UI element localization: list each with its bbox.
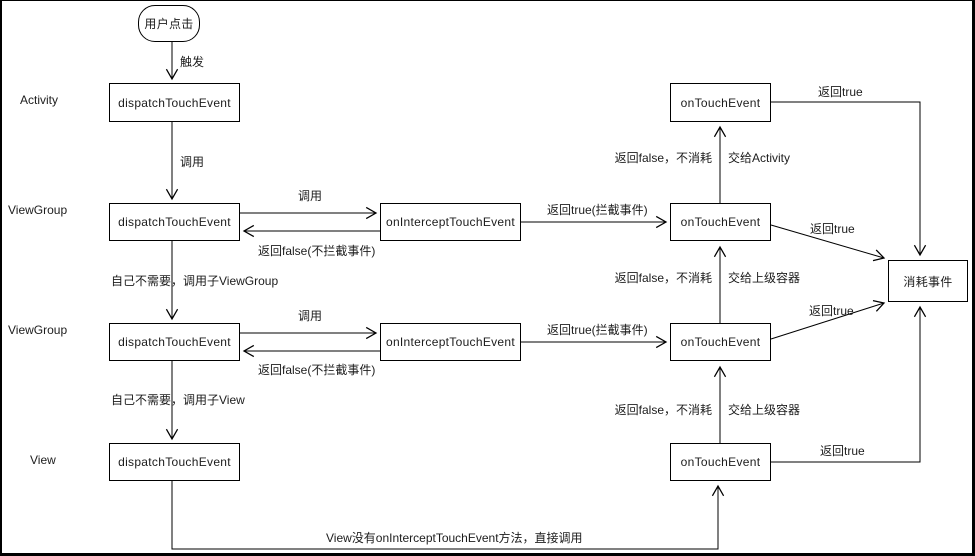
edge-label-return-false-no-consume-2: 返回false，不消耗 [614, 271, 712, 285]
node-viewgroup1-on-intercept-touch-event: onInterceptTouchEvent [380, 203, 521, 241]
row-label-activity: Activity [20, 93, 59, 107]
edge-label-call-viewgroup1-intercept: 调用 [298, 189, 323, 203]
edge-label-return-true-viewgroup2: 返回true [809, 304, 854, 318]
edge-label-self-no-need-call-child-view: 自己不需要，调用子View [111, 393, 245, 407]
edge-label-return-true-intercept-1: 返回true(拦截事件) [547, 203, 648, 217]
row-label-view: View [30, 453, 56, 467]
node-view-on-touch-event: onTouchEvent [670, 443, 771, 481]
arrow-view-dispatch-to-view-ontouch [171, 481, 725, 550]
row-label-viewgroup-2: ViewGroup [8, 323, 68, 337]
node-viewgroup1-on-touch-event: onTouchEvent [670, 203, 771, 241]
node-consume-event: 消耗事件 [888, 260, 968, 302]
node-activity-on-touch-event: onTouchEvent [670, 83, 771, 122]
node-viewgroup1-dispatch-touch-event: dispatchTouchEvent [109, 203, 240, 241]
node-viewgroup2-on-touch-event: onTouchEvent [670, 323, 771, 361]
edge-label-return-true-viewgroup1: 返回true [810, 222, 855, 236]
edge-label-call-activity-to-viewgroup: 调用 [180, 155, 205, 169]
edge-label-return-false-no-consume-1: 返回false，不消耗 [614, 151, 712, 165]
edge-label-return-true-intercept-2: 返回true(拦截事件) [547, 323, 648, 337]
edge-label-hand-to-parent-1: 交给上级容器 [728, 271, 801, 285]
node-user-click: 用户点击 [138, 5, 200, 42]
node-viewgroup2-on-intercept-touch-event: onInterceptTouchEvent [380, 323, 521, 361]
node-viewgroup2-dispatch-touch-event: dispatchTouchEvent [109, 323, 240, 361]
row-label-viewgroup-1: ViewGroup [8, 203, 68, 217]
edge-label-return-true-view: 返回true [820, 444, 865, 458]
node-view-dispatch-touch-event: dispatchTouchEvent [109, 443, 240, 481]
edge-label-return-false-no-intercept-2: 返回false(不拦截事件) [258, 363, 376, 377]
arrow-activity-ontouch-to-consume [771, 101, 927, 257]
edge-label-view-direct-call: View没有onInterceptTouchEvent方法，直接调用 [326, 531, 583, 545]
edge-label-hand-to-parent-2: 交给上级容器 [728, 403, 801, 417]
edge-label-trigger: 触发 [180, 55, 205, 69]
arrow-view-ontouch-to-consume [771, 305, 927, 463]
edge-label-return-false-no-intercept-1: 返回false(不拦截事件) [258, 244, 376, 258]
edge-label-hand-to-activity: 交给Activity [728, 151, 791, 165]
edge-label-call-viewgroup2-intercept: 调用 [298, 309, 323, 323]
edge-label-self-no-need-call-child-viewgroup: 自己不需要，调用子ViewGroup [111, 274, 279, 288]
arrow-viewgroup2-ontouch-to-consume [770, 300, 886, 340]
edge-label-return-false-no-consume-3: 返回false，不消耗 [614, 403, 712, 417]
arrow-viewgroup1-ontouch-to-consume [770, 224, 886, 262]
node-activity-dispatch-touch-event: dispatchTouchEvent [109, 83, 240, 122]
edge-label-return-true-activity: 返回true [818, 85, 863, 99]
